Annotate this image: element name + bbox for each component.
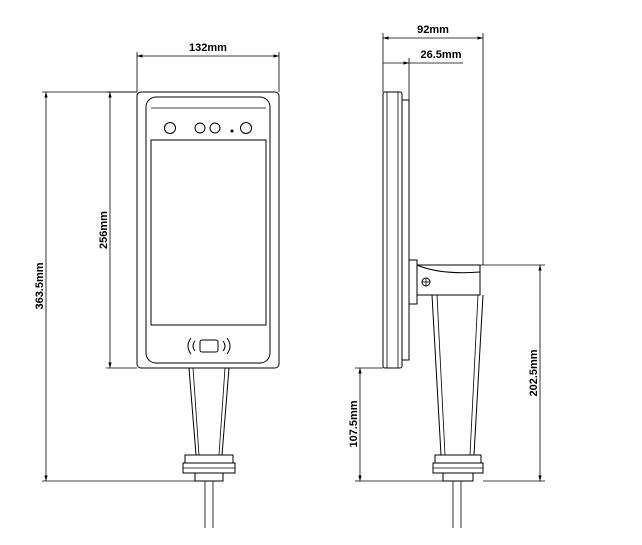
dim-label-side-bracket-height: 202.5mm <box>528 349 540 396</box>
nfc-card-reader-icon <box>187 337 231 355</box>
dim-label-front-total-height: 363.5mm <box>34 262 46 309</box>
camera-sensor-icon <box>209 122 221 134</box>
dim-side-bracket-height: 202.5mm <box>480 264 545 482</box>
side-view: 92mm 26.5mm 202.5mm 107.5mm <box>348 24 545 528</box>
dim-label-side-panel-depth: 26.5mm <box>421 49 462 61</box>
front-bezel <box>145 96 271 364</box>
dim-label-front-width: 132mm <box>189 42 227 54</box>
front-pole <box>182 367 236 528</box>
dim-front-width: 132mm <box>136 42 280 92</box>
dim-label-side-total-depth: 92mm <box>417 24 449 36</box>
side-panel <box>382 91 410 369</box>
indicator-dot-icon <box>230 129 234 133</box>
camera-sensor-icon <box>240 122 252 134</box>
dim-side-lower-height: 107.5mm <box>348 367 443 482</box>
dim-front-total-height: 363.5mm <box>34 91 195 482</box>
dim-label-front-screen-height: 256mm <box>98 211 110 249</box>
side-pole <box>431 294 484 528</box>
side-mount-bracket <box>408 259 481 305</box>
dim-side-panel-depth: 26.5mm <box>383 49 463 100</box>
front-view: 132mm 256mm 363.5mm <box>34 42 280 528</box>
camera-sensor-icon <box>194 122 206 134</box>
dim-label-side-lower-height: 107.5mm <box>348 400 360 447</box>
camera-sensor-icon <box>164 122 176 134</box>
dim-side-total-depth: 92mm <box>382 24 484 265</box>
dim-front-screen-height: 256mm <box>98 91 137 369</box>
display-screen <box>150 139 267 326</box>
front-housing-outline <box>136 91 280 369</box>
